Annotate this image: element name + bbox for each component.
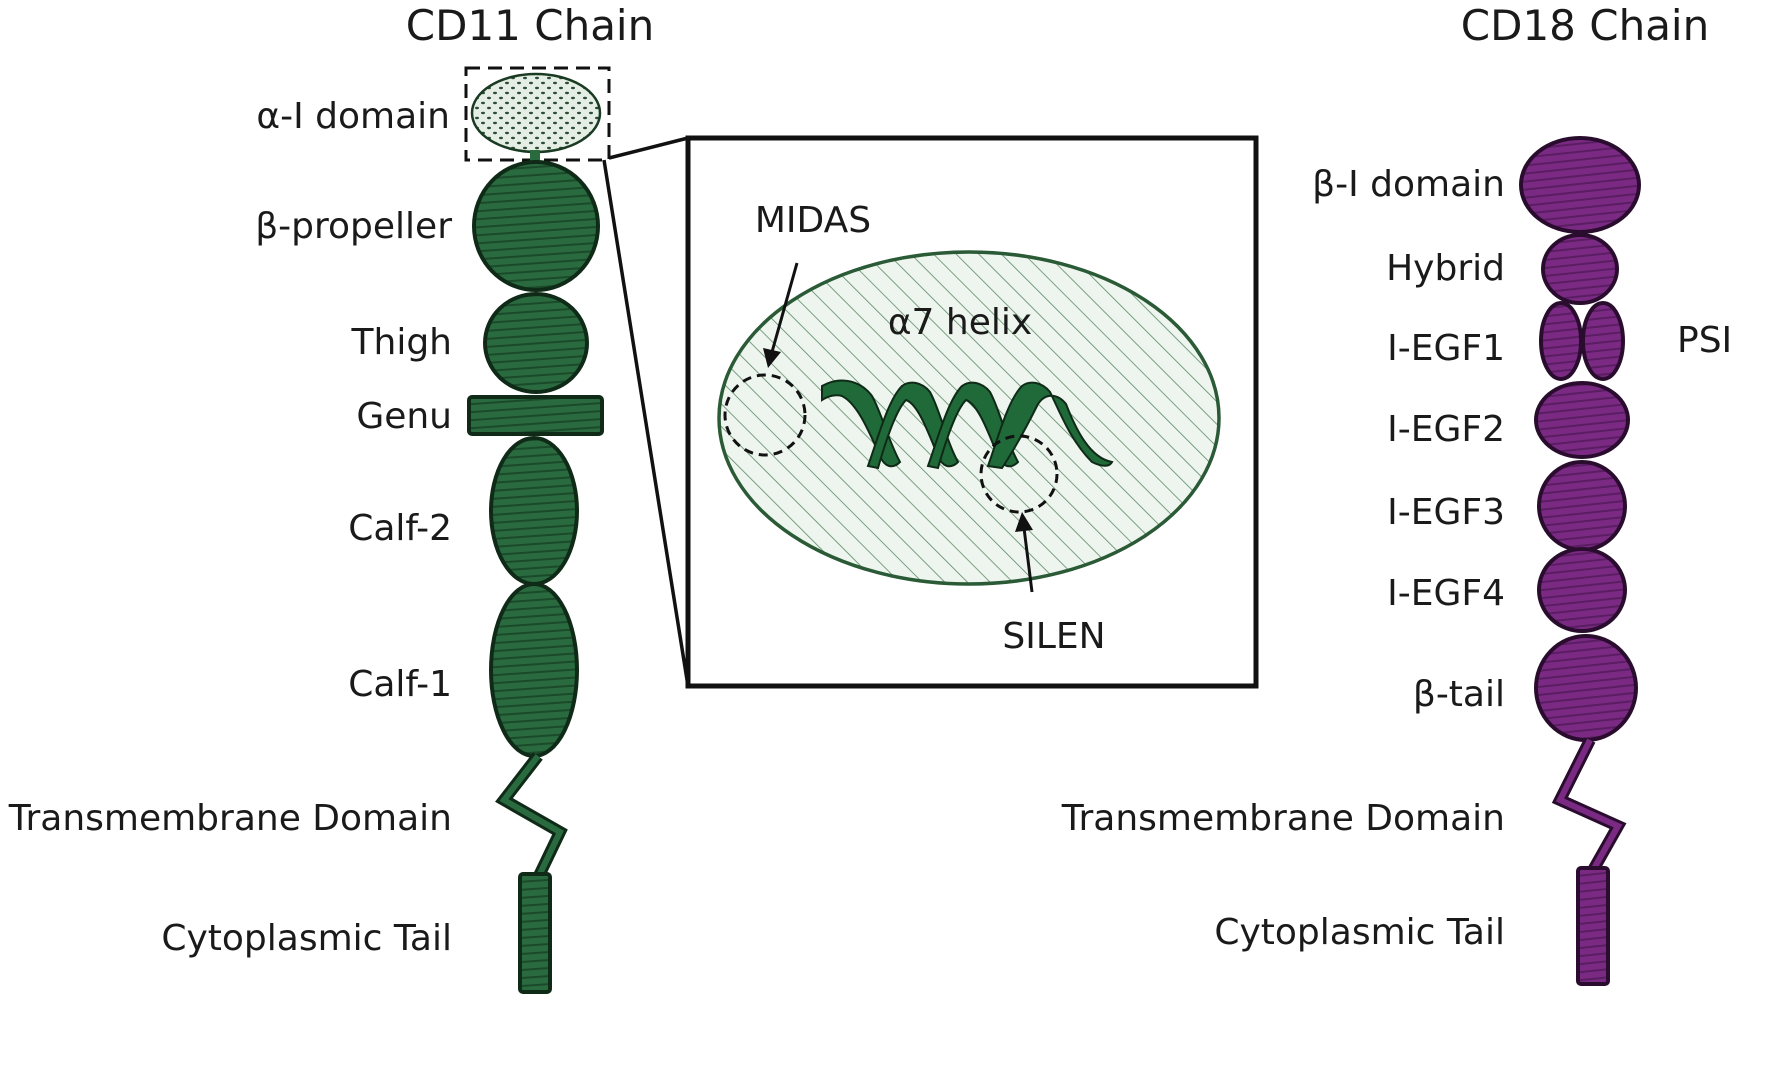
calf-1-label: Calf-1 xyxy=(348,664,452,705)
cd18-transmembrane-label: Transmembrane Domain xyxy=(1061,798,1505,839)
zoom-line-top xyxy=(609,138,688,158)
beta-i-label: β-I domain xyxy=(1312,164,1505,205)
cd18-title: CD18 Chain xyxy=(1461,1,1709,50)
i-egf2-label: I-EGF2 xyxy=(1387,409,1505,450)
i-egf4-domain xyxy=(1539,549,1625,631)
beta-propeller-label: β-propeller xyxy=(255,206,452,247)
i-egf3-domain xyxy=(1539,462,1625,550)
cd18-cytoplasmic-tail xyxy=(1578,868,1608,984)
i-egf4-label: I-EGF4 xyxy=(1387,573,1505,614)
calf-2-domain xyxy=(491,438,577,584)
beta-i-domain xyxy=(1521,138,1639,232)
beta-tail-domain xyxy=(1536,636,1636,740)
alpha-i-domain xyxy=(472,74,600,152)
i-egf3-label: I-EGF3 xyxy=(1387,492,1505,533)
i-egf1-label: I-EGF1 xyxy=(1387,328,1505,369)
cd11-chain: CD11 Chain α-I domain β-propeller Thigh … xyxy=(8,1,654,992)
hybrid-label: Hybrid xyxy=(1386,248,1505,289)
psi-domain xyxy=(1583,303,1623,379)
thigh-label: Thigh xyxy=(351,322,452,363)
genu-domain xyxy=(469,397,602,434)
cd11-transmembrane-label: Transmembrane Domain xyxy=(8,798,452,839)
thigh-domain xyxy=(485,294,587,392)
midas-label: MIDAS xyxy=(755,200,871,241)
cd11-cytoplasmic-tail-label: Cytoplasmic Tail xyxy=(161,918,452,959)
alpha-i-label: α-I domain xyxy=(256,96,450,137)
beta-tail-label: β-tail xyxy=(1413,674,1505,715)
cd18-cytoplasmic-tail-label: Cytoplasmic Tail xyxy=(1214,912,1505,953)
calf-2-label: Calf-2 xyxy=(348,508,452,549)
silen-label: SILEN xyxy=(1002,616,1105,657)
genu-label: Genu xyxy=(356,396,452,437)
alpha7-helix-label: α7 helix xyxy=(888,302,1032,343)
psi-label: PSI xyxy=(1677,320,1732,361)
calf-1-domain xyxy=(491,584,577,756)
i-egf1-domain xyxy=(1541,303,1581,379)
cd11-cytoplasmic-tail xyxy=(520,874,550,992)
cd11-title: CD11 Chain xyxy=(406,1,654,50)
beta-propeller-domain xyxy=(474,162,598,290)
i-egf2-domain xyxy=(1536,383,1628,457)
hybrid-domain xyxy=(1543,235,1617,303)
alpha-i-inset: MIDAS α7 helix SILEN xyxy=(604,138,1256,686)
zoom-line-bottom xyxy=(604,160,688,686)
